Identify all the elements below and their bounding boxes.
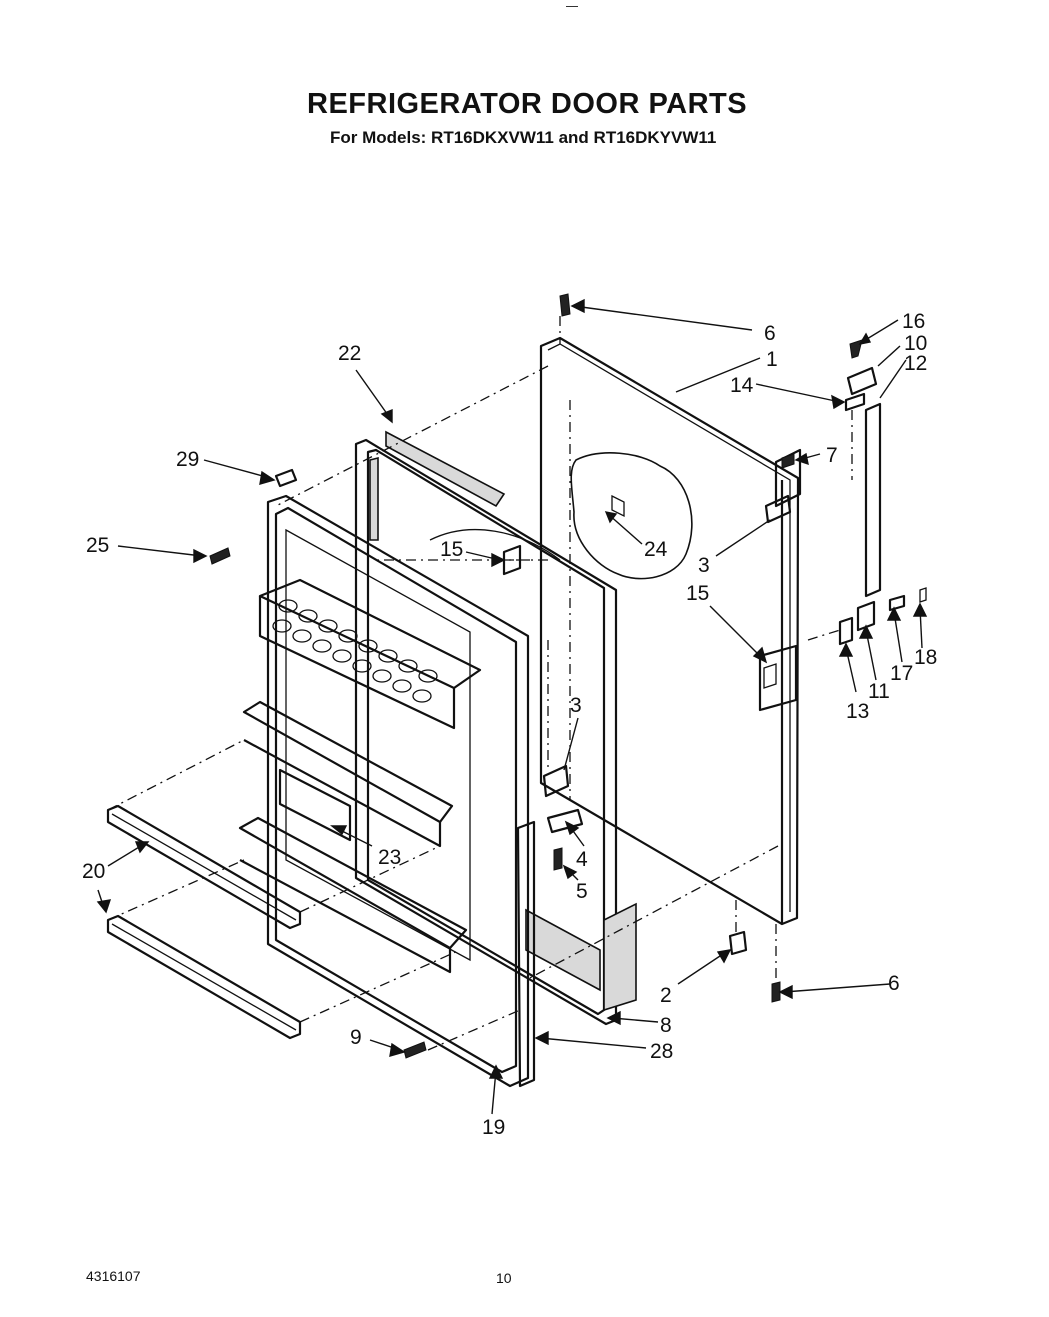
door-liner-cutaway bbox=[570, 452, 693, 580]
callout-18: 18 bbox=[914, 646, 937, 669]
hinge-assembly bbox=[838, 339, 927, 646]
top-scan-mark bbox=[566, 6, 578, 7]
callout-9: 9 bbox=[350, 1026, 362, 1049]
callout-labels: 6 1 16 10 12 14 22 7 29 25 15 24 3 15 18… bbox=[82, 310, 937, 1139]
callout-14: 14 bbox=[730, 374, 754, 397]
callout-11: 11 bbox=[868, 680, 890, 703]
butter-compartment-door bbox=[278, 768, 352, 842]
callout-15-left: 15 bbox=[440, 538, 463, 561]
page-number: 10 bbox=[496, 1270, 512, 1286]
callout-4: 4 bbox=[576, 848, 588, 871]
fasteners bbox=[209, 293, 795, 1059]
clip-18 bbox=[919, 587, 927, 603]
callout-1: 1 bbox=[766, 348, 778, 371]
callout-6-bottom: 6 bbox=[888, 972, 900, 995]
door-liner bbox=[238, 494, 530, 1088]
callout-3-right: 3 bbox=[698, 554, 710, 577]
callout-6-top: 6 bbox=[764, 322, 776, 345]
leader-lines bbox=[96, 298, 928, 1115]
callout-13: 13 bbox=[846, 700, 869, 723]
callout-28: 28 bbox=[650, 1040, 673, 1063]
callout-22: 22 bbox=[338, 342, 361, 365]
hinge-spacer-13 bbox=[838, 616, 854, 646]
callout-10: 10 bbox=[904, 332, 927, 355]
gasket-top-strip bbox=[385, 430, 506, 508]
callout-23: 23 bbox=[378, 846, 401, 869]
hinge-cap-10 bbox=[846, 366, 878, 396]
outer-door-panel bbox=[539, 336, 802, 926]
callout-20: 20 bbox=[82, 860, 105, 883]
door-stop-4 bbox=[546, 808, 584, 834]
page-title: REFRIGERATOR DOOR PARTS bbox=[307, 88, 748, 120]
callout-25: 25 bbox=[86, 534, 109, 557]
part-29 bbox=[274, 468, 298, 488]
callout-2: 2 bbox=[660, 984, 672, 1007]
screw-5 bbox=[553, 847, 563, 871]
top-hinge-mount bbox=[774, 448, 802, 508]
callout-24: 24 bbox=[644, 538, 668, 561]
models-subtitle: For Models: RT16DKXVW11 and RT16DKYVW11 bbox=[330, 128, 717, 147]
screw-9 bbox=[403, 1041, 427, 1059]
callout-16: 16 bbox=[902, 310, 925, 333]
bracket-3-center bbox=[542, 764, 570, 798]
hinge-plate-14 bbox=[844, 392, 866, 412]
screw-7 bbox=[781, 453, 795, 469]
callout-19: 19 bbox=[482, 1116, 505, 1139]
callout-29: 29 bbox=[176, 448, 199, 471]
document-number: 4316107 bbox=[86, 1268, 141, 1284]
top-hinge-bracket bbox=[764, 494, 792, 524]
callout-15-right: 15 bbox=[686, 582, 709, 605]
hinge-pin-17 bbox=[888, 594, 906, 612]
shelf-bars bbox=[106, 804, 302, 1040]
hinge-bushing-11 bbox=[856, 600, 876, 632]
screw-6-top bbox=[559, 293, 571, 317]
bracket-15-left bbox=[502, 544, 522, 576]
roller-2 bbox=[728, 930, 748, 956]
breaker-strip bbox=[516, 820, 536, 1088]
callout-12: 12 bbox=[904, 352, 927, 375]
callout-5: 5 bbox=[576, 880, 588, 903]
screw-25 bbox=[209, 547, 231, 565]
hinge-pin-rod bbox=[864, 402, 882, 598]
part-24-clip bbox=[611, 494, 625, 518]
callout-17: 17 bbox=[890, 662, 913, 685]
callout-7: 7 bbox=[826, 444, 838, 467]
assembly-lines bbox=[107, 316, 853, 1051]
callout-3-center: 3 bbox=[570, 694, 582, 717]
screw-6-bottom bbox=[771, 981, 781, 1003]
egg-tray-cups bbox=[272, 599, 438, 703]
callout-8: 8 bbox=[660, 1014, 672, 1037]
